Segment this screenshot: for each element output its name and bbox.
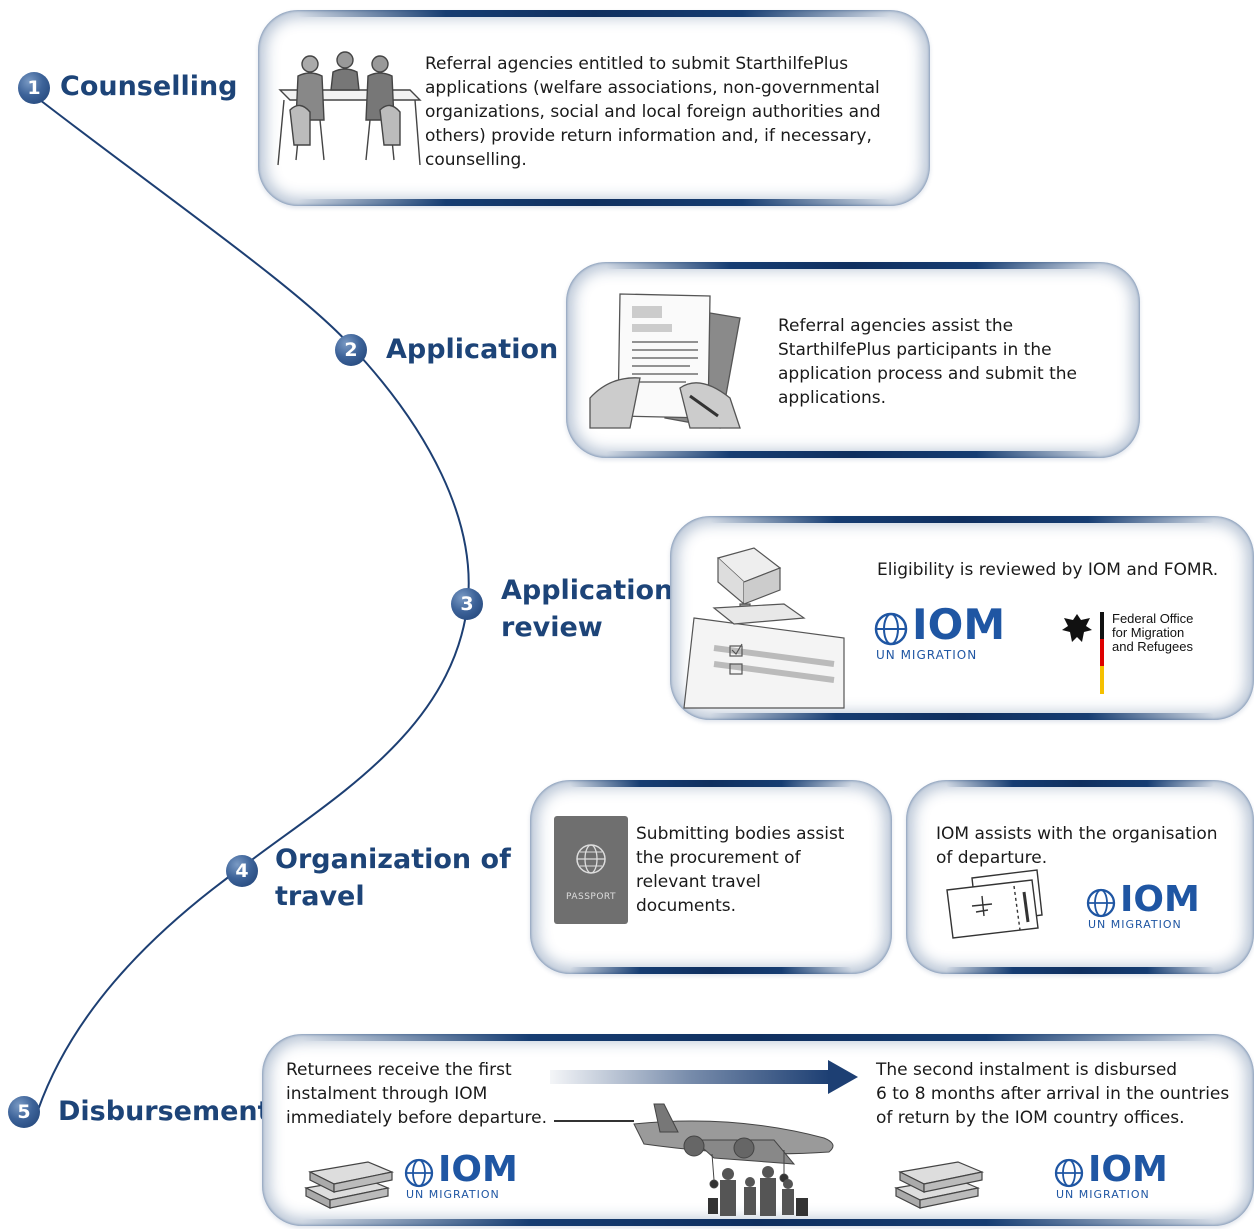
counselling-text-3: organizations, social and local foreign …	[425, 102, 881, 122]
stamp-icon	[683, 547, 845, 709]
step-1-label: Counselling	[60, 71, 238, 102]
ticket-icon	[946, 869, 1043, 939]
passport-globe-icon	[576, 844, 606, 874]
iom-logo-text: IOM	[912, 600, 1006, 649]
german-flag-bar	[1100, 612, 1104, 694]
travel-docs-text-1: Submitting bodies assist	[636, 824, 845, 844]
german-eagle-icon	[1062, 614, 1092, 642]
globe-icon	[1054, 1158, 1084, 1188]
application-text-4: applications.	[778, 388, 887, 408]
travel-iom-text-1: IOM assists with the organisation	[936, 824, 1218, 844]
counselling-text-4: others) provide return information and, …	[425, 126, 872, 146]
step-4-number: 4	[226, 855, 258, 887]
step-5-number: 5	[8, 1096, 40, 1128]
application-card: Referral agencies assist the StarthilfeP…	[566, 262, 1140, 458]
iom-logo-subtitle: UN MIGRATION	[876, 648, 978, 662]
disbursement-right-text-2: 6 to 8 months after arrival in the ountr…	[876, 1084, 1230, 1104]
counselling-text-2: applications (welfare associations, non-…	[425, 78, 880, 98]
step-5-label: Disbursement	[58, 1096, 271, 1127]
meeting-icon	[277, 51, 422, 166]
review-text: Eligibility is reviewed by IOM and FOMR.	[877, 560, 1219, 580]
travel-iom-card: IOM assists with the organisation of dep…	[906, 780, 1254, 974]
passport-label: PASSPORT	[565, 892, 617, 902]
counselling-card: Referral agencies entitled to submit Sta…	[258, 10, 930, 206]
step-3-label-line1: Application	[501, 575, 674, 606]
iom-logo-text: IOM	[438, 1149, 518, 1190]
step-1-number: 1	[18, 72, 50, 104]
money-stack-icon	[304, 1161, 395, 1209]
step-2-number: 2	[335, 334, 367, 366]
globe-icon	[1086, 888, 1116, 918]
iom-logo-text: IOM	[1088, 1149, 1168, 1190]
connector-line	[554, 1120, 634, 1122]
iom-logo-disburse-right: IOM UN MIGRATION	[1054, 1150, 1174, 1204]
iom-logo-travel: IOM UN MIGRATION	[1086, 880, 1206, 936]
application-text-2: StarthilfePlus participants in the	[778, 340, 1052, 360]
travel-iom-text-2: of departure.	[936, 848, 1048, 868]
disbursement-left-text-2: instalment through IOM	[286, 1084, 488, 1104]
fed-office-line-2: for Migration	[1112, 625, 1185, 640]
travel-docs-text-2: the procurement of	[636, 848, 801, 868]
counselling-text-5: counselling.	[425, 150, 527, 170]
step-4-label-line1: Organization of	[275, 844, 511, 875]
step-3-label-line2: review	[501, 612, 603, 643]
iom-logo-subtitle: UN MIGRATION	[1088, 918, 1182, 931]
iom-logo-disburse-left: IOM UN MIGRATION	[404, 1150, 524, 1204]
step-2-label: Application	[386, 334, 559, 365]
travel-docs-card: PASSPORT Submitting bodies assist the pr…	[530, 780, 892, 974]
travel-docs-text-3: relevant travel	[636, 872, 761, 892]
money-stack-icon	[894, 1161, 985, 1209]
disbursement-right-text-3: of return by the IOM country offices.	[876, 1108, 1185, 1128]
document-signing-icon	[589, 293, 741, 429]
application-text-1: Referral agencies assist the	[778, 316, 1014, 336]
step-4-label-line2: travel	[275, 881, 365, 912]
disbursement-left-text-3: immediately before departure.	[286, 1108, 548, 1128]
disbursement-right-text-1: The second instalment is disbursed	[876, 1060, 1178, 1080]
review-card: Eligibility is reviewed by IOM and FOMR.…	[670, 516, 1254, 720]
globe-icon	[404, 1158, 434, 1188]
disbursement-card: Returnees receive the first instalment t…	[262, 1034, 1254, 1226]
iom-logo-subtitle: UN MIGRATION	[406, 1188, 500, 1201]
passport-icon: PASSPORT	[554, 816, 628, 924]
iom-logo-subtitle: UN MIGRATION	[1056, 1188, 1150, 1201]
disbursement-left-text-1: Returnees receive the first	[286, 1060, 512, 1080]
iom-logo-text: IOM	[1120, 879, 1200, 920]
application-text-3: application process and submit the	[778, 364, 1077, 384]
arrow-right-icon	[550, 1060, 858, 1094]
travel-docs-text-4: documents.	[636, 896, 737, 916]
airplane-family-icon	[633, 1103, 834, 1216]
counselling-text-1: Referral agencies entitled to submit Sta…	[425, 54, 849, 74]
step-3-number: 3	[451, 588, 483, 620]
globe-icon	[874, 612, 908, 646]
fed-office-line-1: Federal Office	[1112, 611, 1194, 626]
fed-office-line-3: and Refugees	[1112, 639, 1193, 654]
iom-logo: IOM UN MIGRATION	[874, 602, 1014, 668]
